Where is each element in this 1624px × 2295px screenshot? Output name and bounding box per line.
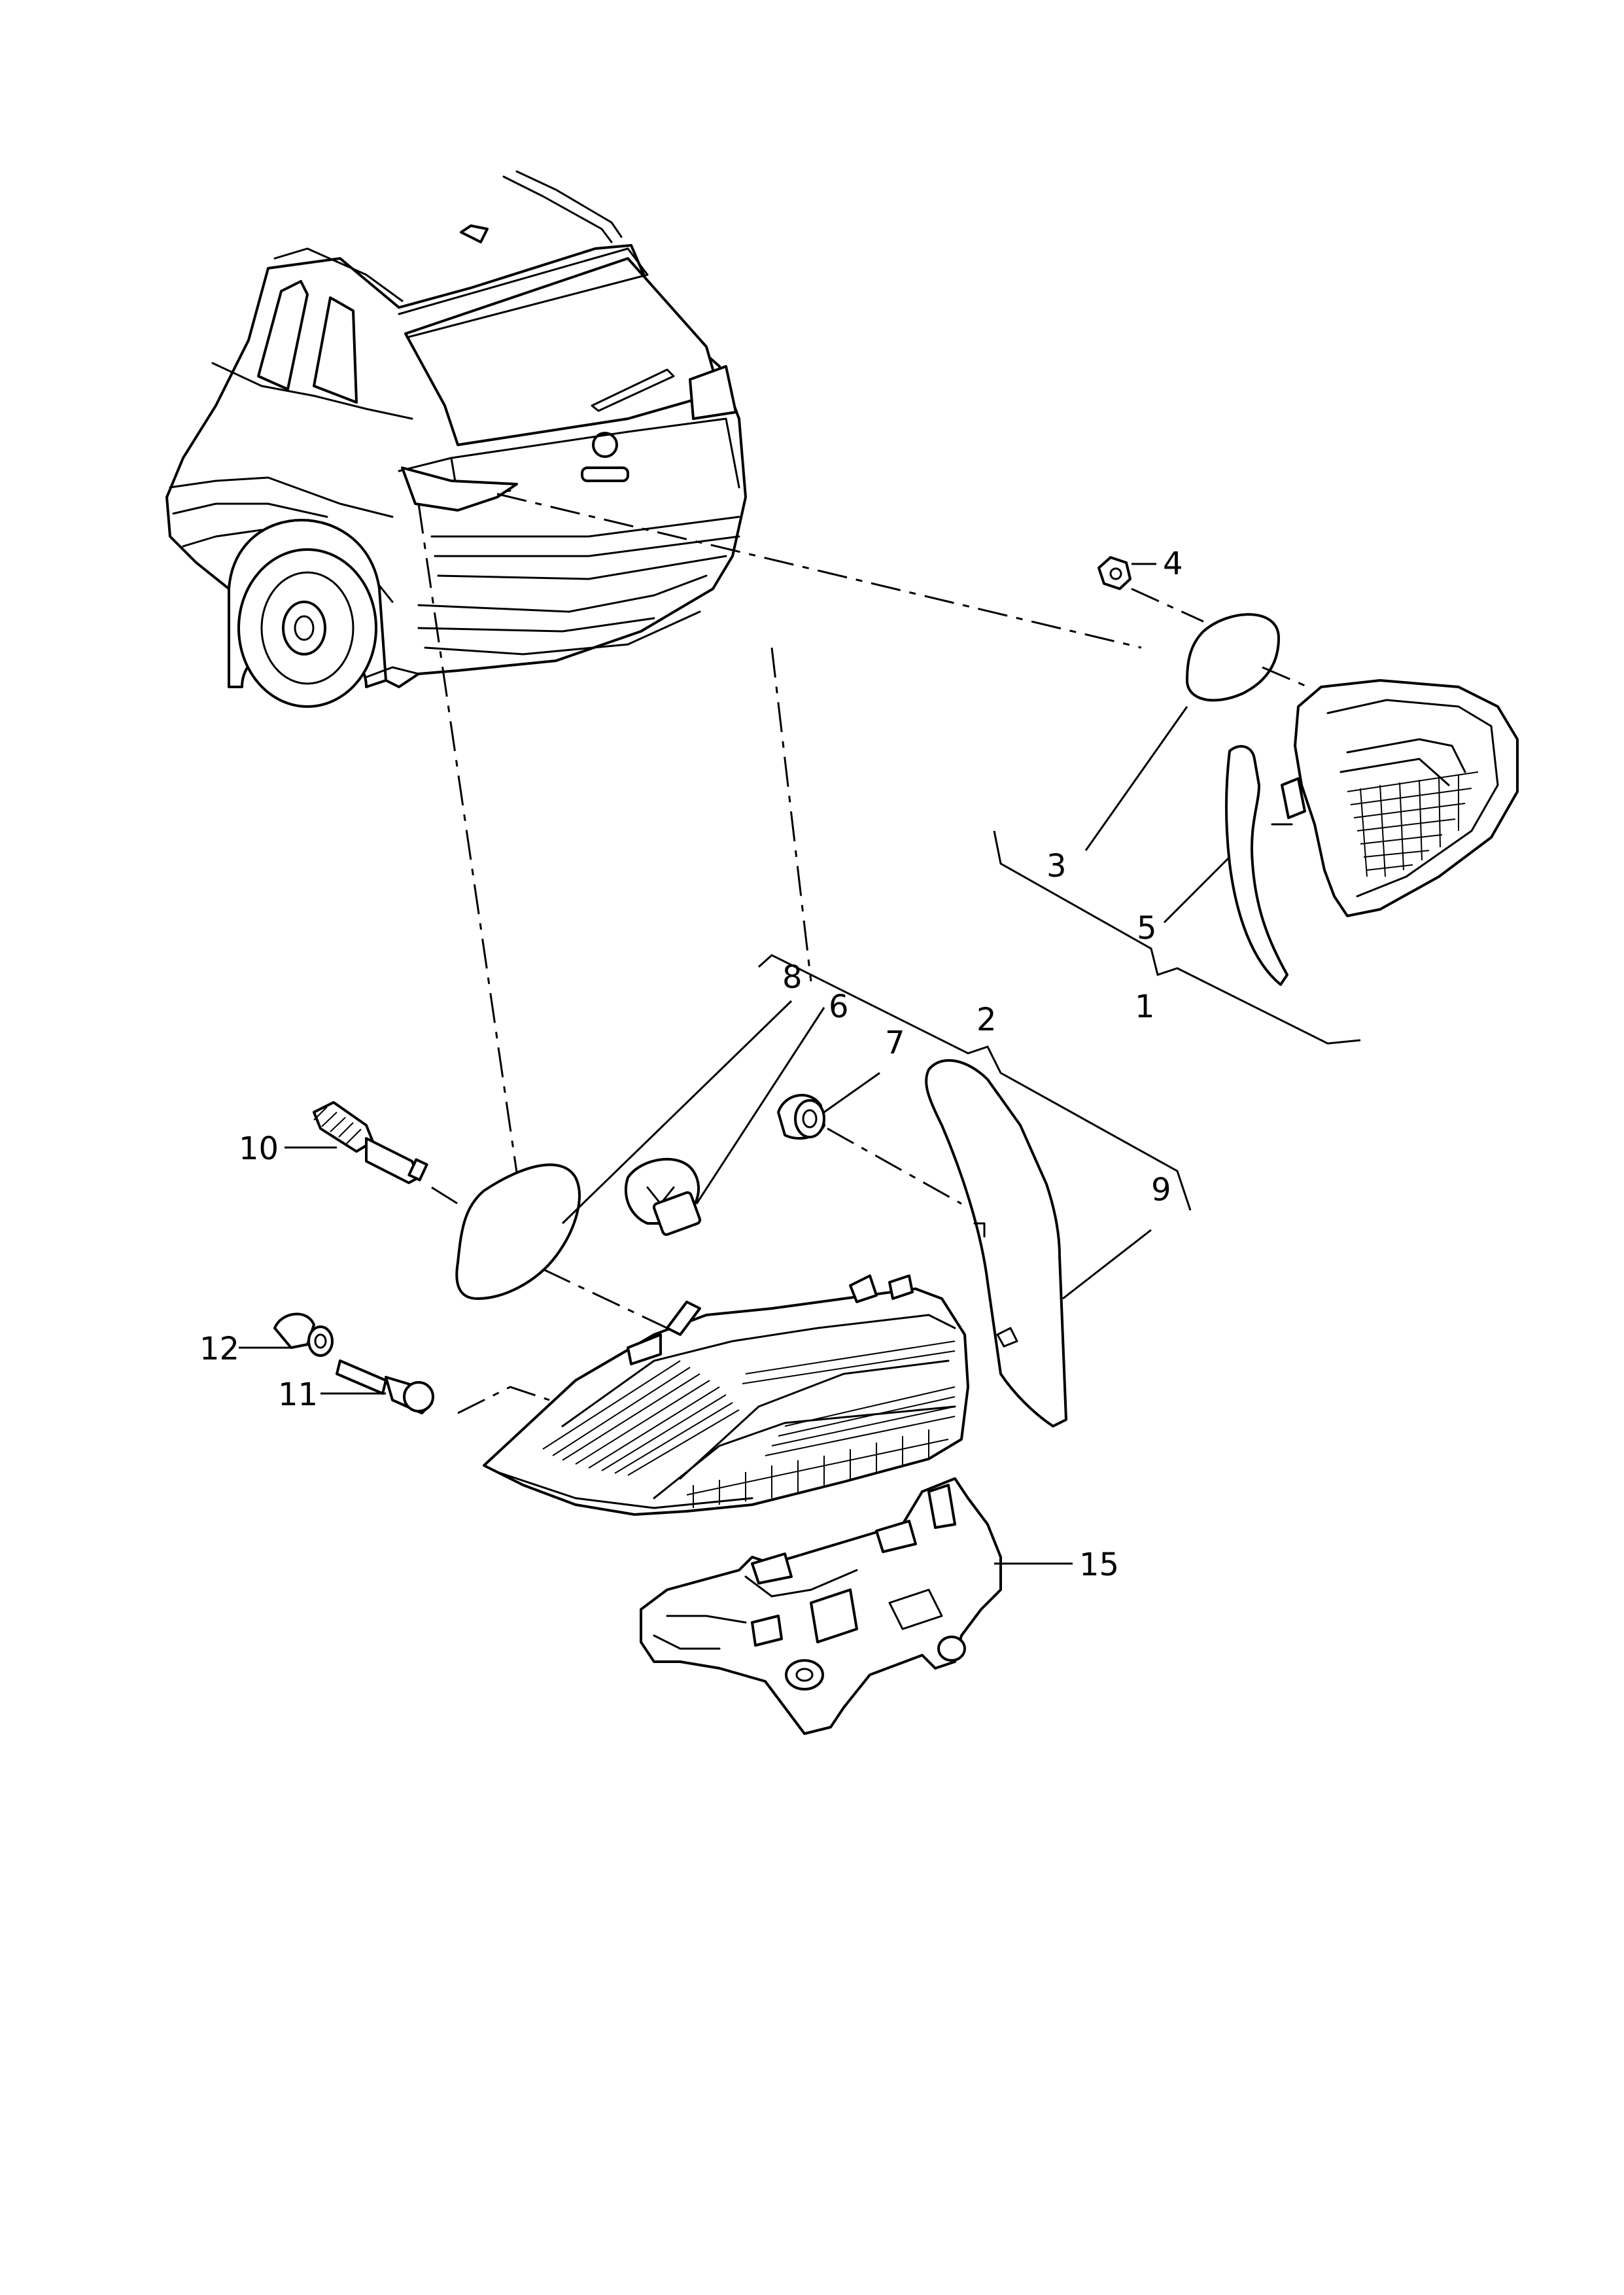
bolt-part-11 <box>336 1359 434 1414</box>
callout-11: 11 <box>278 1376 318 1413</box>
tail-lamp-outer-icon <box>483 1274 969 1516</box>
brace-group-1 <box>993 830 1361 1045</box>
callout-9: 9 <box>1151 1172 1171 1208</box>
callout-15: 15 <box>1079 1547 1119 1583</box>
gasket-part-3 <box>1186 613 1280 702</box>
tail-lamp-inner-icon <box>1271 679 1519 917</box>
callout-5: 5 <box>1137 910 1157 947</box>
callout-2: 2 <box>976 1002 997 1038</box>
callout-3: 3 <box>1046 848 1067 885</box>
nut-part-4 <box>1097 556 1132 590</box>
clip-part-12 <box>273 1312 334 1357</box>
seal-part-9 <box>925 1059 1067 1428</box>
brace-group-2 <box>757 954 1192 1211</box>
callout-10: 10 <box>239 1130 279 1167</box>
callout-4: 4 <box>1163 546 1183 582</box>
socket-part-10 <box>313 1101 428 1184</box>
gasket-outer <box>455 1163 581 1300</box>
callout-1: 1 <box>1135 989 1155 1025</box>
callout-6: 6 <box>829 989 849 1025</box>
callout-8: 8 <box>782 959 803 996</box>
bulb-part-6 <box>624 1157 702 1236</box>
callout-12: 12 <box>199 1331 239 1367</box>
seal-part-5 <box>1225 745 1288 986</box>
connector-line-inner <box>496 493 1142 649</box>
connector-line-lens <box>770 647 812 982</box>
grommet-part-7 <box>777 1094 825 1140</box>
callout-7: 7 <box>885 1025 905 1061</box>
vehicle-rear-icon <box>165 170 747 708</box>
mounting-bracket-icon <box>640 1477 1002 1735</box>
connector-line-outer <box>417 503 525 1218</box>
